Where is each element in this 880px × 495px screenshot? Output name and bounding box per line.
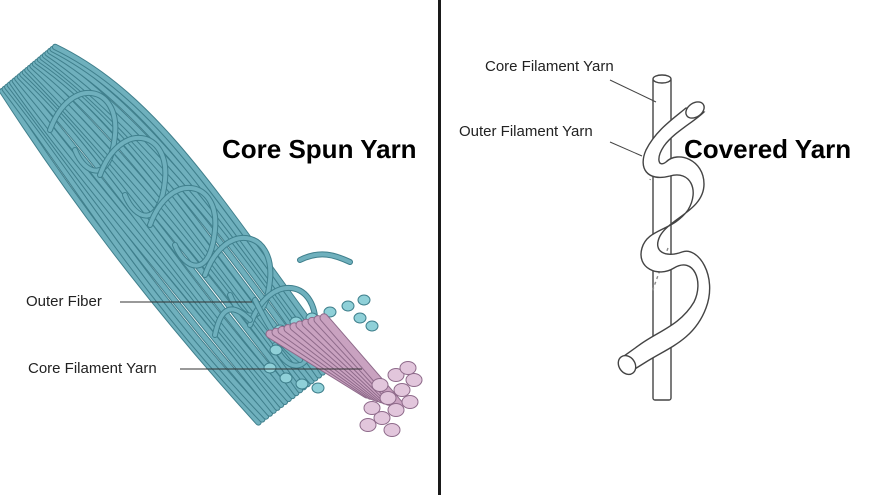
outer-fiber-label: Outer Fiber: [26, 293, 102, 310]
covered-yarn-illustration: [609, 74, 711, 401]
outer-filament-bottom-end: [617, 354, 637, 376]
covered-yarn-panel: Core Filament Yarn Outer Filament Yarn C…: [442, 0, 880, 495]
core-filament-top-end: [652, 74, 672, 84]
core-filament-bundle: [263, 294, 423, 437]
core-spun-yarn-title: Core Spun Yarn: [222, 134, 417, 164]
core-spun-yarn-illustration: [0, 43, 423, 437]
core-filament-yarn-label: Core Filament Yarn: [28, 360, 157, 377]
core-filament-yarn-label: Core Filament Yarn: [485, 58, 614, 75]
covered-yarn-title: Covered Yarn: [684, 134, 852, 164]
outer-filament-yarn-label: Outer Filament Yarn: [459, 123, 593, 140]
outer-filament-wrap-top: [623, 107, 711, 374]
core-filament-leader-line: [609, 79, 657, 103]
panel-divider: [438, 0, 441, 495]
outer-fiber-wraps: [47, 89, 353, 369]
outer-filament-top-end: [685, 101, 705, 119]
core-spun-yarn-panel: Core Spun Yarn Outer Fiber Core Filament…: [0, 0, 438, 495]
outer-filament-leader-line: [609, 141, 643, 157]
